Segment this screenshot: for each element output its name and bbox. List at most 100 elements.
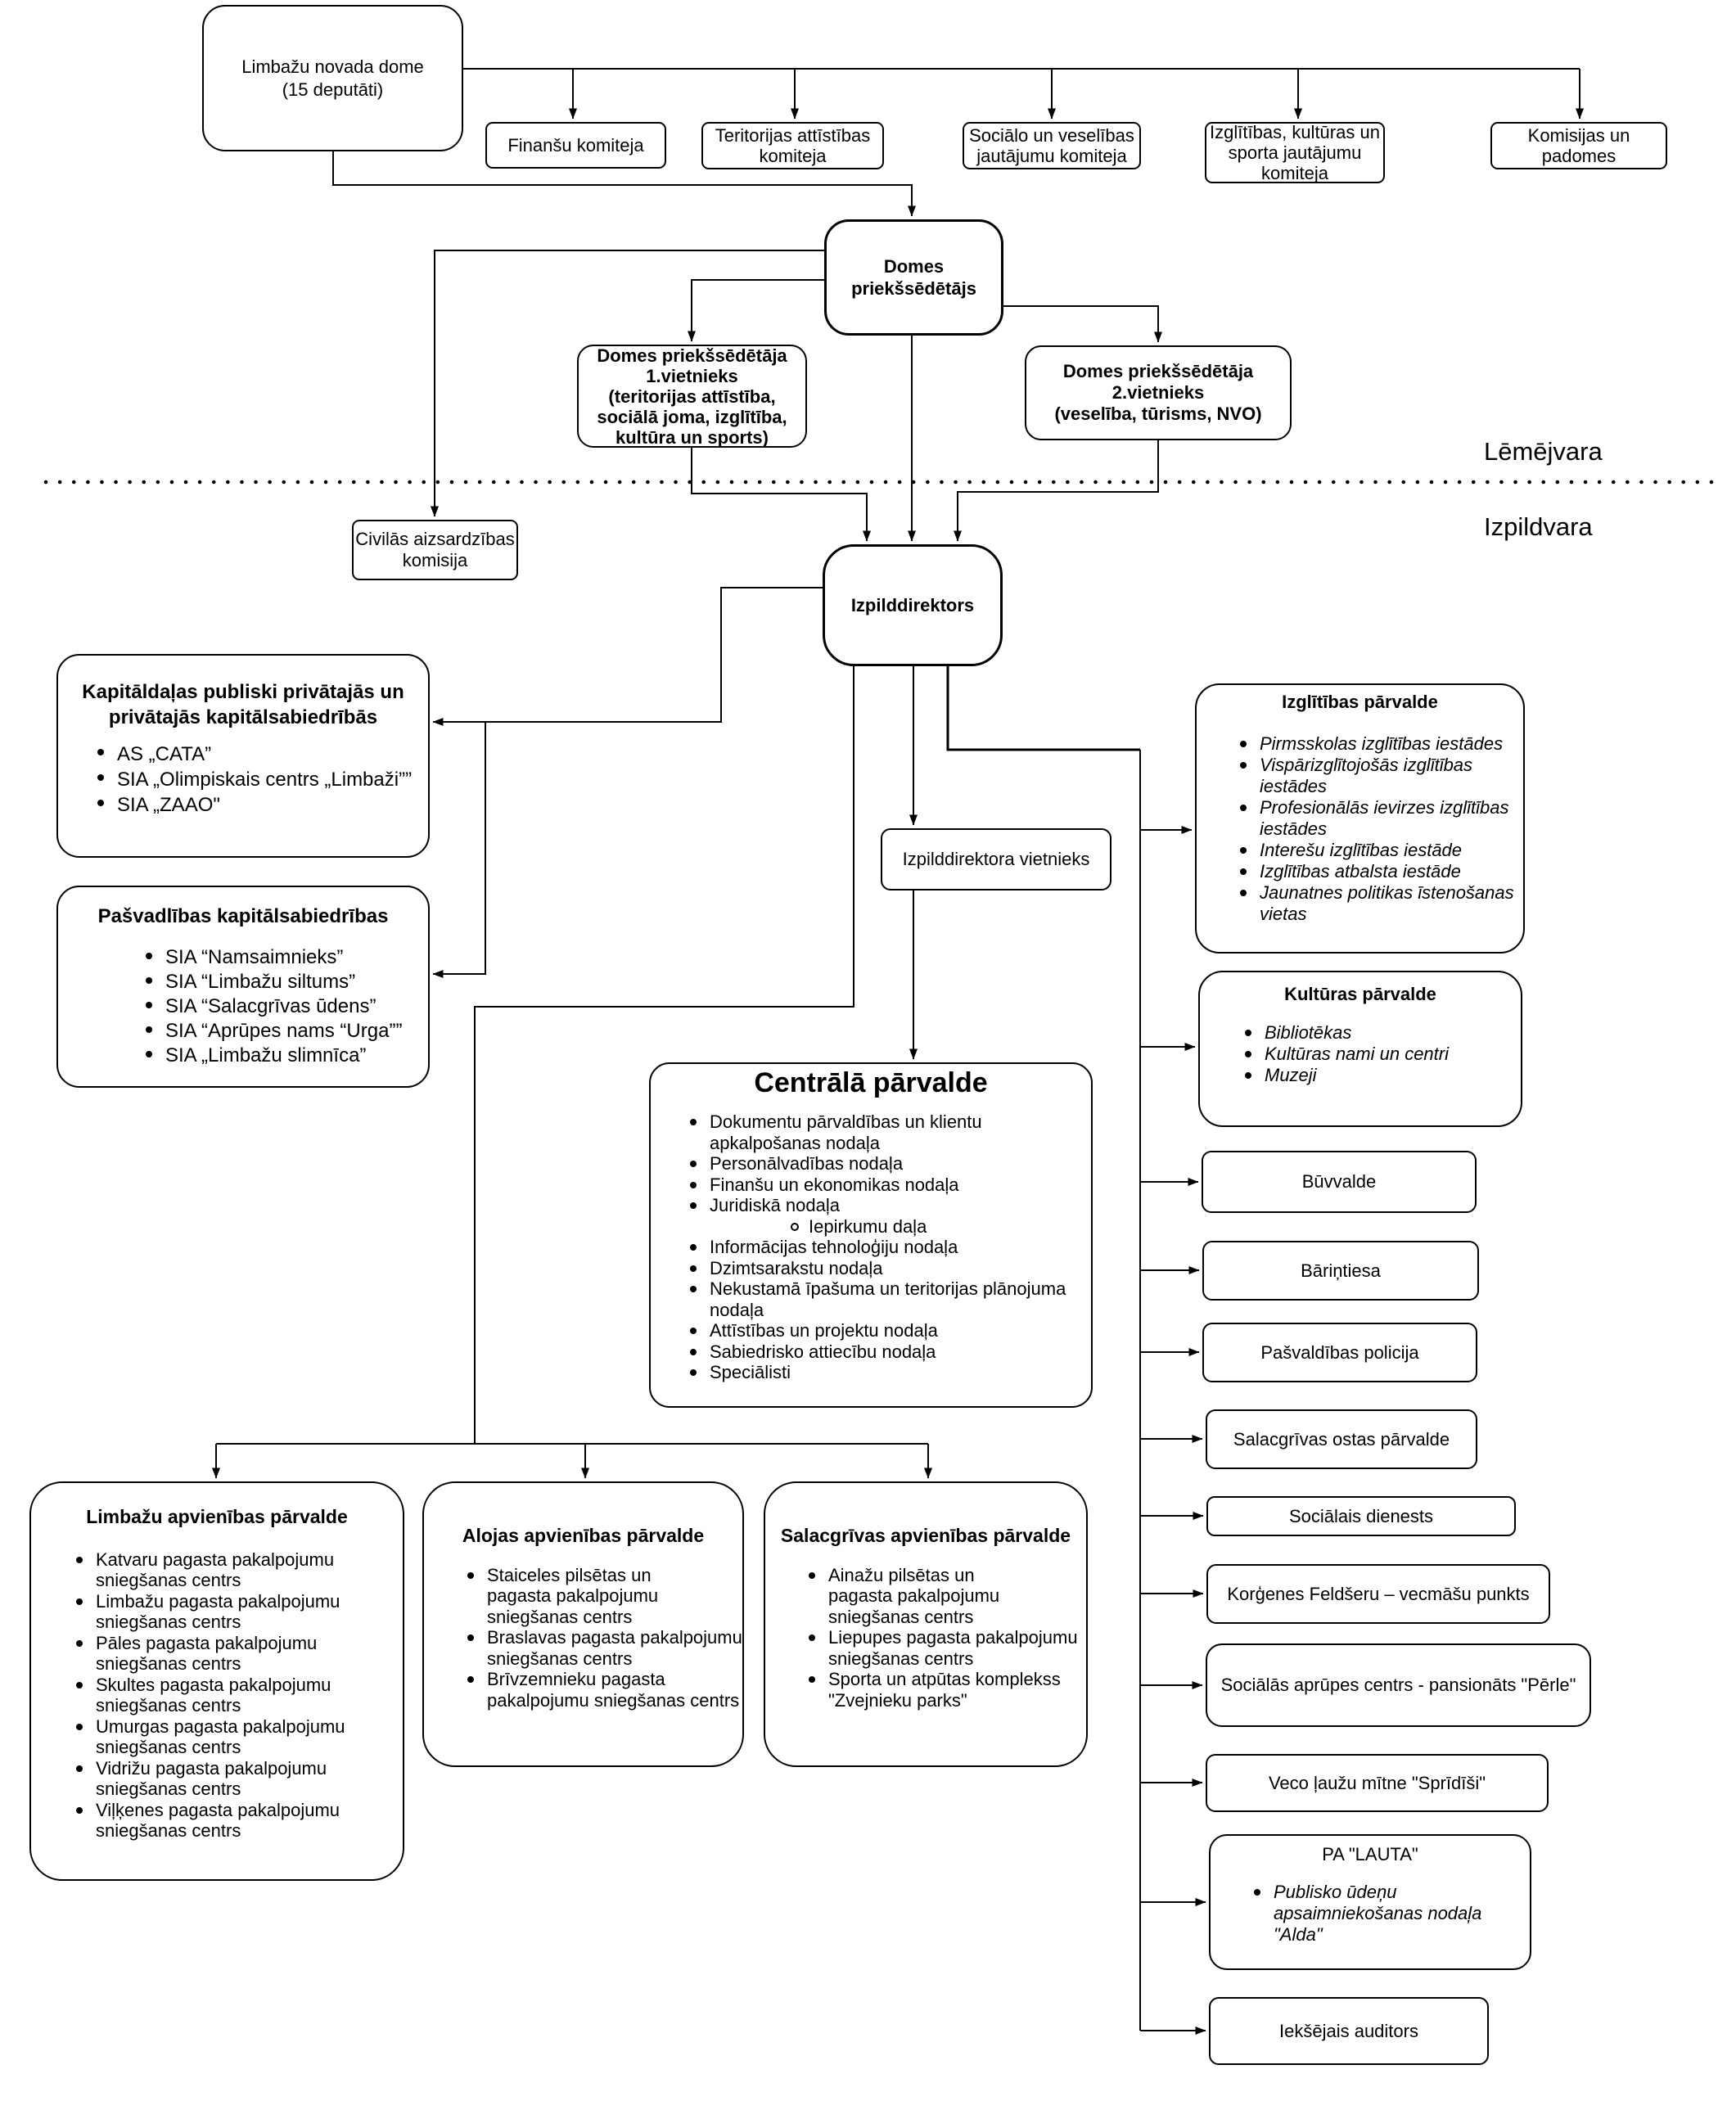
edge-izpilddirektors-apvienibas-riser — [474, 666, 854, 1444]
node-salacgrivas-apvienibas-parvalde: Salacgrīvas apvienības pārvalde Ainažu p… — [764, 1481, 1088, 1767]
palauta-list: Publisko ūdeņu apsaimniekošanas nodaļa "… — [1211, 1882, 1530, 1945]
node-izglitibas-komiteja: Izglītības, kultūras un sporta jautājumu… — [1205, 122, 1385, 183]
list-item: Bibliotēkas — [1245, 1022, 1521, 1044]
node-alojas-apvienibas-parvalde: Alojas apvienības pārvalde Staiceles pil… — [422, 1481, 744, 1767]
list-item: Staiceles pilsētas un pagasta pakalpojum… — [467, 1565, 742, 1628]
node-buvvalde: Būvvalde — [1202, 1151, 1477, 1213]
node-socialais-dienests: Sociālais dienests — [1206, 1496, 1516, 1536]
list-item: Viļķenes pagasta pakalpojumu sniegšanas … — [76, 1800, 403, 1842]
alojas-list: Staiceles pilsētas un pagasta pakalpojum… — [424, 1565, 742, 1711]
node-izglitibas-parvalde: Izglītības pārvalde Pirmsskolas izglītīb… — [1195, 683, 1525, 954]
list-item: SIA „Limbažu slimnīca” — [146, 1044, 428, 1068]
list-item: Pāles pagasta pakalpojumu sniegšanas cen… — [76, 1633, 403, 1675]
node-socialo-komiteja: Sociālo un veselības jautājumu komiteja — [963, 122, 1141, 169]
list-item: Muzeji — [1245, 1065, 1521, 1086]
edge-izpilddirektors-kapitaldalas — [432, 587, 823, 726]
node-limbazu-novada-dome: Limbažu novada dome (15 deputāti) — [202, 5, 463, 151]
list-item: SIA „Olimpiskais centrs „Limbaži”” — [97, 767, 428, 792]
node-kapitaldalas: Kapitāldaļas publiski privātajās un priv… — [56, 654, 430, 858]
list-item: Iepirkumu daļa — [791, 1216, 1091, 1238]
list-item: Dokumentu pārvaldības un klientu apkalpo… — [690, 1111, 1091, 1153]
edge-izpilddirektors-pasvadlibas — [432, 722, 486, 978]
kapitaldalas-list: AS „CATA”SIA „Olimpiskais centrs „Limbaž… — [58, 742, 428, 818]
zone-label-izpildvara: Izpildvara — [1484, 512, 1593, 541]
list-item: Ainažu pilsētas un pagasta pakalpojumu s… — [809, 1565, 1086, 1628]
node-pasvadlibas: Pašvadlības kapitālsabiedrības SIA “Nams… — [56, 886, 430, 1088]
list-item: Dzimtsarakstu nodaļa — [690, 1258, 1091, 1279]
list-item: Sabiedrisko attiecību nodaļa — [690, 1341, 1091, 1363]
node-pa-lauta: PA "LAUTA" Publisko ūdeņu apsaimniekošan… — [1209, 1834, 1531, 1970]
node-finansu-komiteja: Finanšu komiteja — [485, 122, 666, 169]
node-civilas-komisija: Civilās aizsardzības komisija — [352, 520, 518, 580]
kapitaldalas-title: Kapitāldaļas publiski privātajās un priv… — [82, 681, 404, 728]
list-item: SIA “Namsaimnieks” — [146, 945, 428, 970]
node-korgenes-punkts: Korģenes Feldšeru – vecmāšu punkts — [1206, 1564, 1550, 1624]
list-item: Attīstības un projektu nodaļa — [690, 1320, 1091, 1341]
node-komisijas-padomes: Komisijas un padomes — [1490, 122, 1667, 169]
list-item: Brīvzemnieku pagasta pakalpojumu sniegša… — [467, 1669, 742, 1711]
kulturas-title: Kultūras pārvalde — [1284, 984, 1436, 1004]
list-item: Pirmsskolas izglītības iestādes — [1240, 733, 1523, 755]
list-item: Informācijas tehnoloģiju nodaļa — [690, 1237, 1091, 1258]
list-item: SIA “Aprūpes nams “Urga”” — [146, 1019, 428, 1044]
list-item: SIA „ZAAO" — [97, 792, 428, 818]
edge-priekssedetajs-vietnieks1 — [688, 279, 824, 342]
pasvadlibas-list: SIA “Namsaimnieks”SIA “Limbažu siltums”S… — [58, 945, 428, 1068]
list-item: Profesionālās ievirzes izglītības iestād… — [1240, 797, 1523, 840]
list-item: Jaunatnes politikas īstenošanas vietas — [1240, 882, 1523, 925]
node-vietnieks-1: Domes priekšsēdētāja 1.vietnieks (terito… — [577, 345, 807, 448]
centrala-title: Centrālā pārvalde — [754, 1067, 988, 1098]
edge-dome-priekssedetajs — [332, 151, 916, 217]
node-izpilddirektora-vietnieks: Izpilddirektora vietnieks — [881, 828, 1111, 890]
node-pasvaldibas-policija: Pašvaldības policija — [1202, 1323, 1477, 1382]
node-domes-priekssedetajs: Domes priekšsēdētājs — [824, 219, 1003, 336]
list-item: SIA “Limbažu siltums” — [146, 970, 428, 994]
node-limbazu-apvienibas-parvalde: Limbažu apvienības pārvalde Katvaru paga… — [29, 1481, 404, 1881]
edge-vietnieks1-izpilddirektors — [691, 448, 871, 542]
pasvadlibas-title: Pašvadlības kapitālsabiedrības — [97, 905, 389, 927]
list-item: Juridiskā nodaļa — [690, 1195, 1091, 1216]
list-item: Personālvadības nodaļa — [690, 1153, 1091, 1174]
zone-label-lemejvara: Lēmējvara — [1484, 437, 1603, 466]
palauta-title: PA "LAUTA" — [1322, 1844, 1418, 1864]
node-veco-lauzu-mitne: Veco ļaužu mītne "Sprīdīši" — [1206, 1754, 1549, 1812]
node-ieksejais-auditors: Iekšējais auditors — [1209, 1997, 1489, 2065]
list-item: Liepupes pagasta pakalpojumu sniegšanas … — [809, 1627, 1086, 1669]
list-item: Nekustamā īpašuma un teritorijas plānoju… — [690, 1278, 1091, 1320]
list-item: Finanšu un ekonomikas nodaļa — [690, 1174, 1091, 1196]
list-item: Umurgas pagasta pakalpojumu sniegšanas c… — [76, 1716, 403, 1758]
list-item: Vispārizglītojošās izglītības iestādes — [1240, 755, 1523, 797]
list-item: AS „CATA” — [97, 742, 428, 767]
node-vietnieks-2: Domes priekšsēdētāja 2.vietnieks (veselī… — [1025, 345, 1292, 440]
node-barintiesa: Bāriņtiesa — [1202, 1241, 1479, 1301]
alojas-title: Alojas apvienības pārvalde — [462, 1525, 705, 1546]
limbazu-title: Limbažu apvienības pārvalde — [86, 1506, 348, 1527]
list-item: Vidrižu pagasta pakalpojumu sniegšanas c… — [76, 1758, 403, 1800]
centrala-list: Dokumentu pārvaldības un klientu apkalpo… — [651, 1111, 1091, 1383]
list-item: Kultūras nami un centri — [1245, 1044, 1521, 1065]
edge-vietnieks2-izpilddirektors — [954, 440, 1159, 542]
list-item: Katvaru pagasta pakalpojumu sniegšanas c… — [76, 1549, 403, 1591]
edge-priekssedetajs-civilas — [431, 250, 824, 517]
limbazu-list: Katvaru pagasta pakalpojumu sniegšanas c… — [31, 1549, 403, 1842]
node-ostas-parvalde: Salacgrīvas ostas pārvalde — [1206, 1409, 1477, 1469]
izglitibas-title: Izglītības pārvalde — [1282, 692, 1438, 712]
list-item: Speciālisti — [690, 1362, 1091, 1383]
node-centrala-parvalde: Centrālā pārvalde Dokumentu pārvaldības … — [649, 1062, 1093, 1408]
list-item: SIA “Salacgrīvas ūdens” — [146, 994, 428, 1019]
salacgrivas-list: Ainažu pilsētas un pagasta pakalpojumu s… — [765, 1565, 1086, 1711]
list-item: Publisko ūdeņu apsaimniekošanas nodaļa "… — [1254, 1882, 1530, 1945]
node-izpilddirektors: Izpilddirektors — [823, 544, 1003, 666]
list-item: Izglītības atbalsta iestāde — [1240, 861, 1523, 882]
edge-right-trunk — [946, 666, 1140, 751]
list-item: Sporta un atpūtas komplekss "Zvejnieku p… — [809, 1669, 1086, 1711]
salacgrivas-title: Salacgrīvas apvienības pārvalde — [780, 1525, 1071, 1546]
list-item: Limbažu pagasta pakalpojumu sniegšanas c… — [76, 1591, 403, 1633]
node-aprupes-centrs: Sociālās aprūpes centrs - pansionāts "Pē… — [1206, 1643, 1591, 1727]
list-item: Braslavas pagasta pakalpojumu sniegšanas… — [467, 1627, 742, 1669]
